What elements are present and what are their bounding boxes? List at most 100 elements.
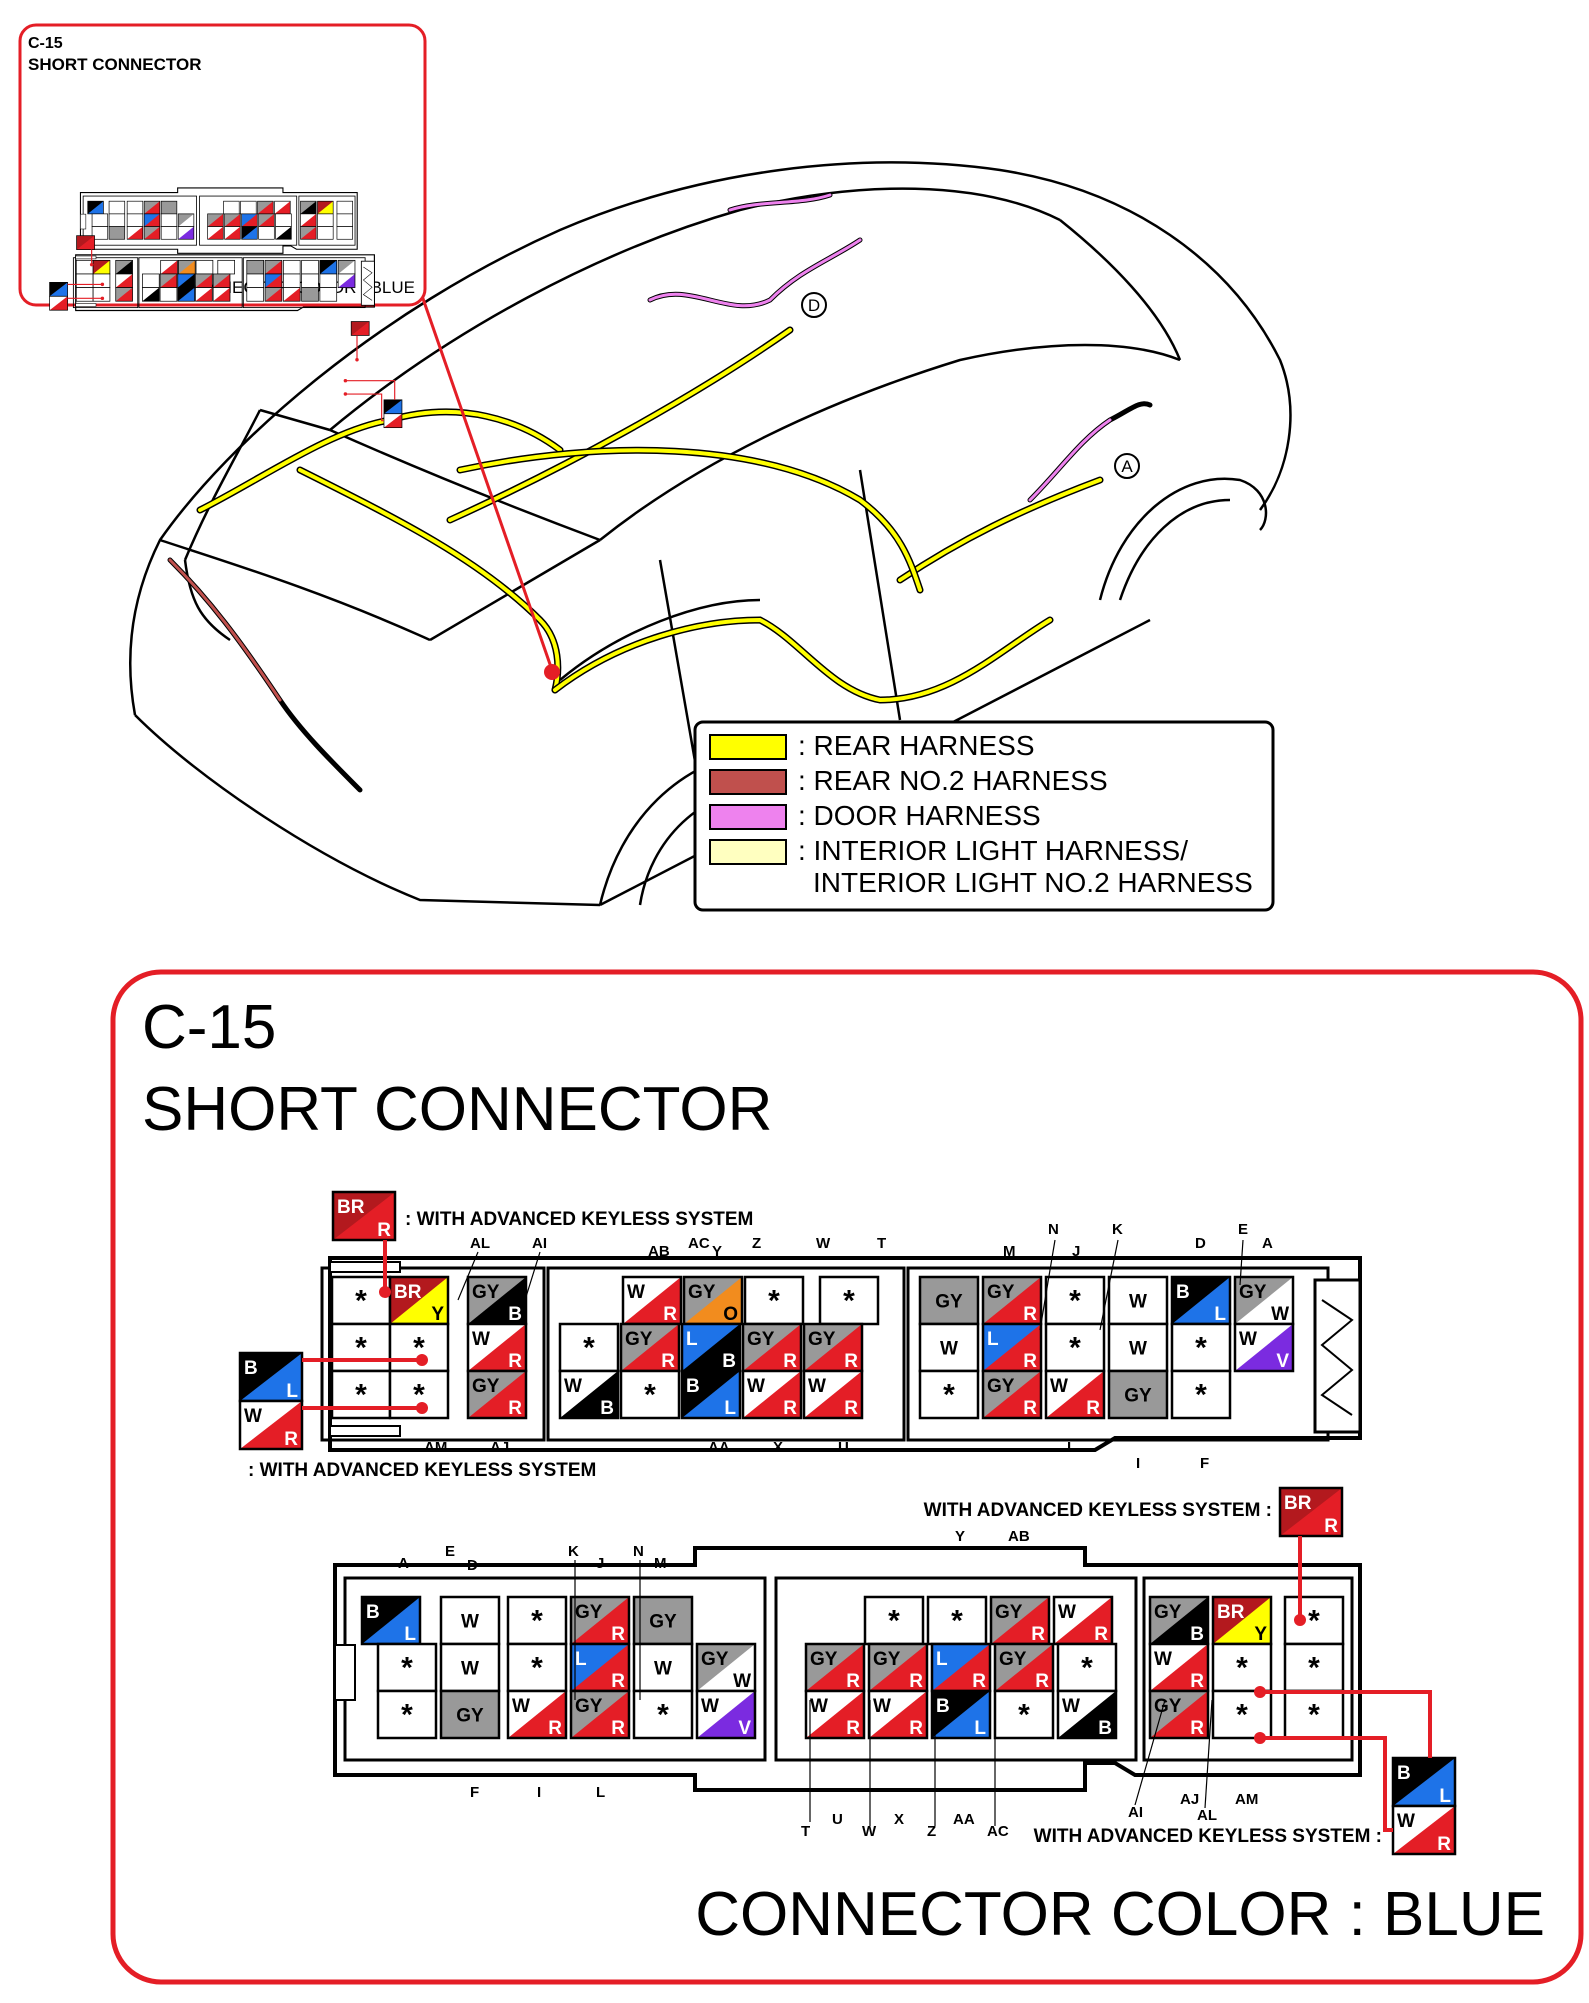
wire-color-primary: BR [337,1197,365,1218]
pin-cell: WB [558,1369,620,1420]
blank-pin-mark: * [1236,1699,1248,1732]
pin-cell: WV [1233,1322,1295,1373]
main-title: SHORT CONNECTOR [142,1075,772,1144]
pin-cell: * [330,1275,392,1326]
pin-cell [223,200,240,215]
pin-cell: BL [238,1351,304,1403]
wire-color-secondary: L [286,1381,298,1402]
pin-cell: WR [238,1399,304,1451]
terminal-label: M [654,1555,667,1572]
pin-cell: * [376,1642,438,1693]
inset-lower-connector [79,187,358,254]
wire-color-secondary: R [1086,1398,1100,1419]
pin-cell: GYR [981,1369,1043,1420]
pin-cell: * [743,1275,805,1326]
pin-cell [317,213,334,227]
leader-line [418,289,554,671]
legend-label-line2: INTERIOR LIGHT NO.2 HARNESS [813,867,1253,898]
wire-color-secondary: L [404,1624,416,1645]
pin-cell [195,259,214,275]
pin-cell: * [376,1689,438,1740]
inset-panel: C-15 SHORT CONNECTOR CONNECTOR COLOR : B… [18,23,427,429]
pin-cell [108,226,126,240]
wire-color-secondary: L [1214,1304,1226,1325]
pin-cell [49,295,68,311]
pin-cell [207,213,224,227]
pin-cell [336,226,353,240]
legend-item: : REAR HARNESS [709,730,1035,761]
pin-cell [115,273,133,288]
pin-cell [336,200,353,215]
legend-swatch [709,734,787,760]
pin-cell: GYR [466,1369,528,1420]
pin-cell [383,413,403,429]
pin-cell [91,226,109,240]
pin-cell: WR [1148,1642,1210,1693]
wire-color-primary: B [936,1696,950,1717]
wire-color-primary: GY [575,1696,603,1717]
terminal-label: I [1136,1455,1140,1472]
wire-color-primary: B [686,1376,700,1397]
pin-cell [282,287,301,302]
terminal-label: K [568,1543,579,1560]
wire-color-primary: GY [1154,1602,1182,1623]
wire-color-primary: GY [935,1292,963,1313]
wire-color-primary: GY [456,1706,484,1727]
pin-cell: * [506,1595,568,1646]
keyless-leader [345,393,384,422]
pin-cell [126,213,144,227]
keyless-note-upper-right: WITH ADVANCED KEYLESS SYSTEM : [924,1500,1272,1521]
pin-cell [75,273,94,288]
pin-cell: GYB [466,1275,528,1326]
inset-code: C-15 [28,35,63,52]
wire-color-secondary: B [1190,1624,1204,1645]
terminal-label: AL [470,1235,490,1252]
wire-color-primary: W [654,1659,672,1680]
wire-color-secondary: L [1439,1786,1451,1807]
pin-cell: GYW [695,1642,757,1693]
wire-color-secondary: R [844,1351,858,1372]
keyless-option-pins [49,235,403,429]
wire-color-secondary: R [284,1429,298,1450]
wire-color-secondary: L [974,1718,986,1739]
pin-cell [115,259,133,275]
pin-cell: * [1044,1322,1106,1373]
wire-color-primary: B [1397,1763,1411,1784]
pin-cell [383,399,403,415]
blank-pin-mark: * [1195,1332,1207,1365]
wire-color-primary: GY [575,1602,603,1623]
pin-cell: BRY [1211,1595,1273,1646]
pin-cell: * [330,1369,392,1420]
wire-color-primary: B [366,1602,380,1623]
pin-cell [212,273,231,288]
terminal-label: U [838,1439,849,1456]
terminal-label: U [832,1811,843,1828]
legend-label: : REAR NO.2 HARNESS [798,765,1108,796]
wire-color-primary: GY [810,1649,838,1670]
blank-pin-mark: * [401,1699,413,1732]
terminal-label: I [537,1784,541,1801]
pin-cell [246,287,264,302]
terminal-label: F [1200,1455,1209,1472]
pin-cell: * [1211,1642,1273,1693]
pin-cell [75,259,94,275]
pin-cell [126,226,144,240]
legend-swatch [709,769,787,795]
keyless-leader [1262,1690,1432,1758]
pin-cell: WR [1052,1595,1114,1646]
inset-connector-thumbnail [49,187,403,429]
wire-color-secondary: B [600,1398,614,1419]
wire-color-secondary: R [611,1624,625,1645]
pin-cell: * [632,1689,694,1740]
pin-cell [319,287,338,302]
wire-color-secondary: R [1190,1671,1204,1692]
legend-label: : INTERIOR LIGHT HARNESS/ [798,835,1188,866]
harness-legend: : REAR HARNESS: REAR NO.2 HARNESS: DOOR … [693,720,1275,912]
pin-cell: GY [439,1689,501,1740]
callout-a: A [1114,453,1140,479]
blank-pin-mark: * [531,1652,543,1685]
pin-cell [75,287,94,302]
terminal-label: AC [987,1823,1009,1840]
